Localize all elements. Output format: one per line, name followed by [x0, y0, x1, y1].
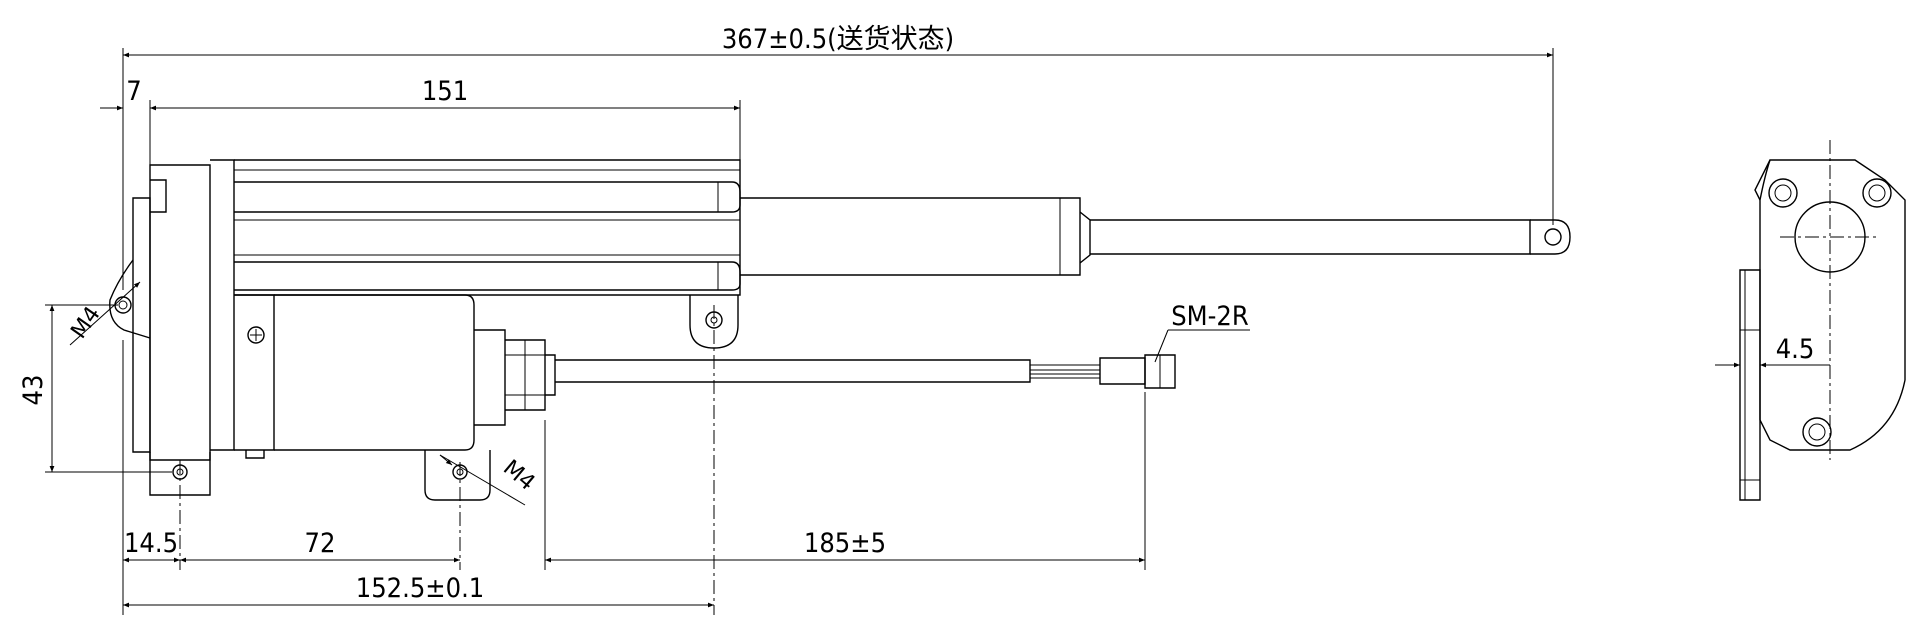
dim-side-offset: 4.5 [1776, 334, 1815, 365]
dim-mount-spacing: 72 [305, 528, 336, 559]
dim-overall: 367±0.5(送货状态) [722, 24, 954, 55]
dimension-lines [45, 48, 1554, 615]
dimension-texts: 367±0.5(送货状态) 7 151 43 14.5 72 152.5±0.1… [18, 24, 1249, 604]
dim-mount-to-rod: 152.5±0.1 [356, 573, 485, 604]
dim-height: 43 [18, 375, 49, 406]
dim-mount-offset: 14.5 [124, 528, 178, 559]
dim-cable: 185±5 [804, 528, 886, 559]
label-connector: SM-2R [1171, 301, 1249, 332]
side-view [1715, 140, 1906, 501]
label-thread-right: M4 [498, 455, 539, 495]
dim-body: 151 [422, 76, 468, 107]
front-view [109, 159, 1571, 615]
label-thread-left: M4 [66, 302, 105, 343]
dim-flange: 7 [126, 76, 141, 107]
